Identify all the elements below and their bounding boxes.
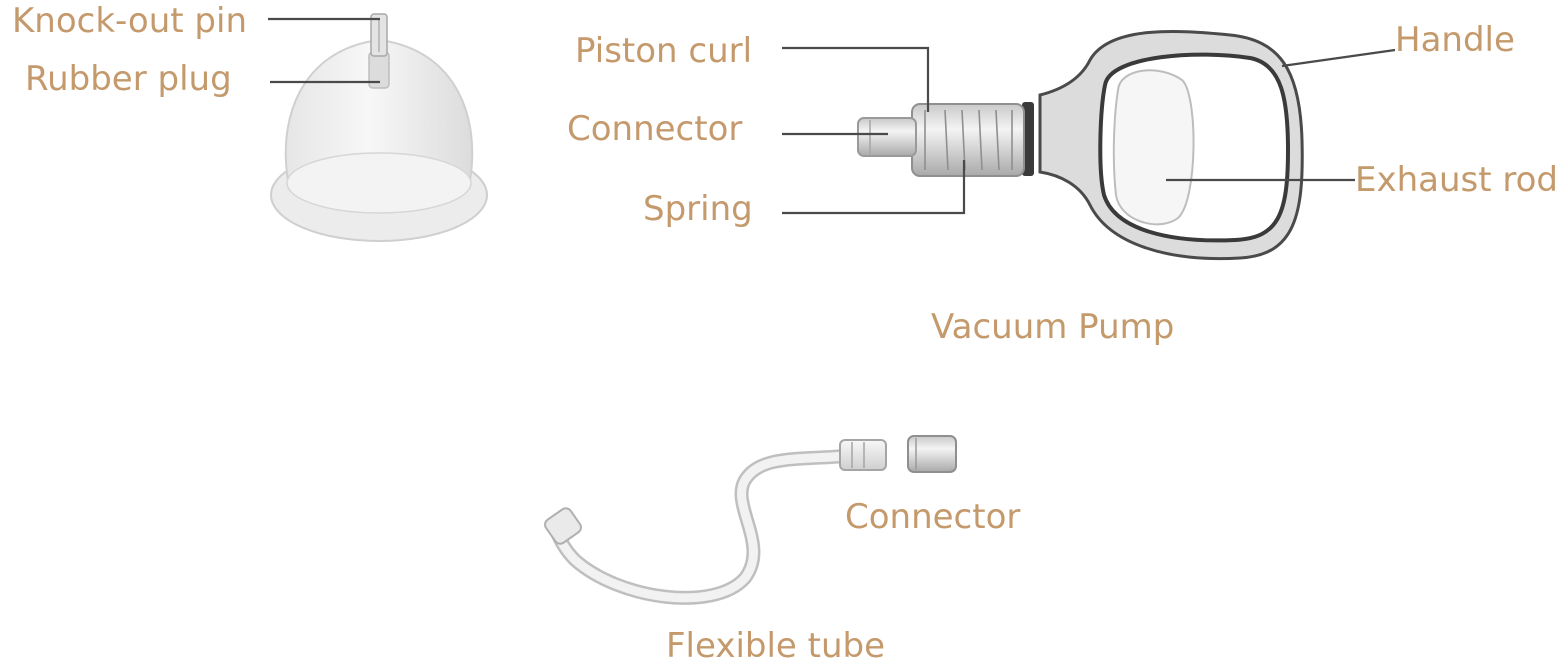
- label-connector-pump: Connector: [567, 109, 743, 149]
- flexible-tube: [544, 439, 887, 605]
- leader-handle: [1281, 48, 1396, 68]
- exhaust-rod-shape: [1112, 69, 1195, 226]
- label-exhaust-rod: Exhaust rod: [1355, 160, 1559, 200]
- vacuum-pump: [857, 30, 1304, 261]
- tube-end-fitting: [544, 507, 582, 545]
- label-rubber-plug: Rubber plug: [25, 59, 232, 99]
- pump-barrel: [911, 103, 1025, 177]
- cup-opening: [286, 152, 472, 214]
- label-piston-curl: Piston curl: [575, 31, 753, 71]
- label-flexible-tube: Flexible tube: [666, 626, 886, 666]
- label-spring: Spring: [643, 189, 753, 229]
- label-vacuum-pump: Vacuum Pump: [931, 307, 1175, 347]
- tube-connector: [907, 435, 957, 473]
- tube-connector-fitting: [839, 439, 887, 471]
- leader-spring: [782, 160, 966, 215]
- label-handle: Handle: [1395, 20, 1515, 60]
- label-connector-tube: Connector: [845, 497, 1021, 537]
- cupping-cup: [270, 13, 488, 242]
- label-knockout-pin: Knock-out pin: [12, 1, 247, 41]
- leader-lines: [268, 17, 1396, 215]
- leader-piston-curl: [782, 46, 930, 112]
- pump-connector-shape: [857, 117, 917, 157]
